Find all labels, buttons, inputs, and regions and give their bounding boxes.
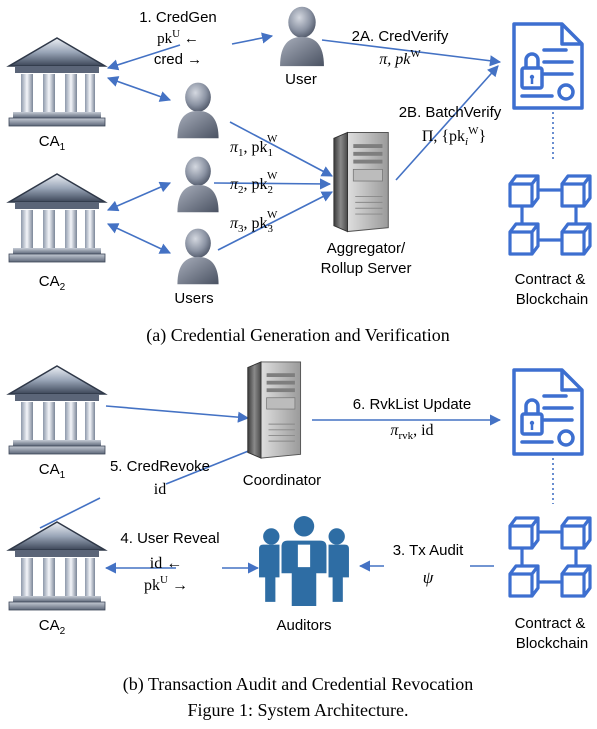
aggregator-label-line1: Aggregator/ bbox=[327, 240, 406, 257]
step4-label: 4. User Reveal bbox=[120, 530, 219, 547]
panel-b: CA1 CA2 Coordinator 6. RvkList Update πr… bbox=[8, 361, 592, 695]
contract-label-a-line1: Contract & bbox=[515, 271, 586, 288]
user-icon-3 bbox=[177, 228, 219, 285]
blockchain-icon-a bbox=[508, 174, 592, 256]
step5-label: 5. CredRevoke bbox=[110, 458, 210, 475]
caption-panel-b: (b) Transaction Audit and Credential Rev… bbox=[123, 674, 473, 695]
contract-icon-b bbox=[512, 368, 584, 456]
step6-vars: πrvk, id bbox=[390, 422, 433, 442]
panel-a-arrows bbox=[106, 32, 554, 254]
step4-id: id ← bbox=[150, 555, 182, 572]
arrow-credgen-to-ca1 bbox=[106, 44, 181, 71]
bank-icon-ca2-b bbox=[8, 521, 106, 611]
step1-cred: cred → bbox=[154, 51, 202, 68]
ca1-label: CA1 bbox=[39, 133, 66, 153]
arrow-user2-to-server bbox=[213, 178, 332, 190]
arrow-credverify bbox=[321, 39, 502, 67]
pi1-pk1: π1, pk1W bbox=[230, 133, 278, 159]
contract-icon-a bbox=[512, 22, 584, 110]
coordinator-label: Coordinator bbox=[243, 472, 321, 489]
ca1-label-b: CA1 bbox=[39, 461, 66, 481]
arrow-user1-to-server bbox=[229, 121, 333, 177]
user-icon-2 bbox=[177, 156, 219, 213]
contract-label-b-line2: Blockchain bbox=[516, 635, 589, 652]
bank-icon-ca2 bbox=[8, 173, 106, 263]
panel-b-arrows bbox=[39, 405, 554, 574]
step6-label: 6. RvkList Update bbox=[353, 396, 471, 413]
ca2-label: CA2 bbox=[39, 273, 66, 293]
arrow-credrevoke bbox=[165, 447, 257, 485]
auditors-icon bbox=[259, 516, 349, 606]
auditors-label: Auditors bbox=[276, 617, 331, 634]
bank-icon-ca1 bbox=[8, 37, 106, 127]
user-icon-top bbox=[280, 6, 324, 67]
step2a-vars: π, pkW bbox=[379, 48, 421, 68]
server-icon-coordinator bbox=[247, 361, 302, 459]
arrow-ca1-to-user1 bbox=[106, 76, 172, 102]
arrow-ca2-to-user2 bbox=[106, 181, 172, 212]
step2a-label: 2A. CredVerify bbox=[352, 28, 449, 45]
step1-pk: pkU ← bbox=[157, 28, 199, 47]
step4-pk: pkU → bbox=[144, 574, 188, 594]
arrow-user3-to-server bbox=[217, 191, 333, 251]
caption-panel-a: (a) Credential Generation and Verificati… bbox=[146, 325, 450, 346]
step5-id: id bbox=[154, 481, 166, 498]
step3-psi: ψ bbox=[423, 568, 434, 587]
step3-label: 3. Tx Audit bbox=[393, 542, 464, 559]
contract-label-a-line2: Blockchain bbox=[516, 291, 589, 308]
server-icon-aggregator bbox=[333, 131, 389, 233]
arrow-credrevoke-to-ca2 bbox=[39, 497, 101, 529]
contract-label-b-line1: Contract & bbox=[515, 615, 586, 632]
aggregator-label-line2: Rollup Server bbox=[321, 260, 412, 277]
step2b-label: 2B. BatchVerify bbox=[399, 104, 502, 121]
user-icon-1 bbox=[177, 82, 219, 139]
arrow-credgen-to-user bbox=[231, 32, 274, 45]
step1-label: 1. CredGen bbox=[139, 9, 217, 26]
panel-a: 1. CredGen pkU ← cred → User 2A. CredVer… bbox=[8, 6, 592, 346]
step2b-vars: Π, {pkiW} bbox=[422, 125, 486, 148]
blockchain-icon-b bbox=[508, 516, 592, 598]
pi2-pk2: π2, pk2W bbox=[230, 170, 278, 196]
arrow-ca2-to-user3 bbox=[106, 223, 172, 254]
arrow-batchverify bbox=[395, 65, 499, 181]
pi3-pk3: π3, pk3W bbox=[230, 209, 278, 235]
user-label: User bbox=[285, 71, 317, 88]
arrow-ca1-to-coordinator bbox=[105, 405, 250, 423]
figure-caption: Figure 1: System Architecture. bbox=[188, 700, 409, 720]
users-label: Users bbox=[174, 290, 213, 307]
bank-icon-ca1-b bbox=[8, 365, 106, 455]
ca2-label-b: CA2 bbox=[39, 617, 66, 637]
